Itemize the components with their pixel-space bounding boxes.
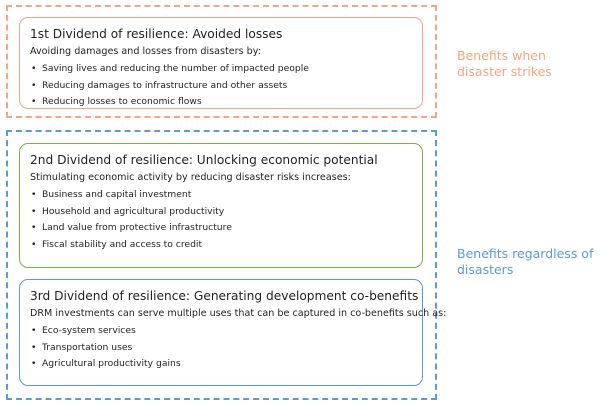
list-item: •Reducing damages to infrastructure and … — [30, 78, 412, 95]
bullet-icon: • — [31, 96, 37, 107]
second-dividend-intro: Stimulating economic activity by reducin… — [30, 172, 351, 183]
third-dividend-card: 3rd Dividend of resilience: Generating d… — [19, 279, 447, 386]
second-dividend-card: 2nd Dividend of resilience: Unlocking ec… — [19, 143, 423, 268]
regardless-group-frame — [6, 130, 437, 400]
first-dividend-intro: Avoiding damages and losses from disaste… — [30, 46, 261, 57]
second-dividend-title: 2nd Dividend of resilience: Unlocking ec… — [30, 153, 378, 167]
bullet-icon: • — [31, 189, 37, 200]
bullet-icon: • — [31, 358, 37, 369]
list-item: •Business and capital investment — [30, 187, 412, 204]
label-line: Benefits when — [457, 48, 546, 63]
third-dividend-list: •Eco-system services •Transportation use… — [30, 323, 412, 373]
third-dividend-intro: DRM investments can serve multiple uses … — [30, 308, 447, 319]
list-item: •Saving lives and reducing the number of… — [30, 61, 412, 78]
first-dividend-card: 1st Dividend of resilience: Avoided loss… — [19, 17, 423, 109]
third-dividend-title: 3rd Dividend of resilience: Generating d… — [30, 289, 419, 303]
first-dividend-title: 1st Dividend of resilience: Avoided loss… — [30, 27, 283, 41]
disaster-strikes-group-frame — [6, 5, 437, 118]
list-item: •Agricultural productivity gains — [30, 356, 412, 373]
label-line: disaster strikes — [457, 64, 552, 79]
bullet-icon: • — [31, 222, 37, 233]
bullet-icon: • — [31, 79, 37, 91]
list-item: •Fiscal stability and access to credit — [30, 237, 412, 254]
bullet-icon: • — [31, 325, 37, 336]
list-item: •Eco-system services — [30, 323, 412, 340]
list-item: •Household and agricultural productivity — [30, 204, 412, 221]
list-item: •Land value from protective infrastructu… — [30, 220, 412, 237]
first-dividend-list: •Saving lives and reducing the number of… — [30, 61, 412, 111]
bullet-icon: • — [31, 341, 37, 353]
list-item: •Transportation uses — [30, 340, 412, 357]
label-line: Benefits regardless of — [457, 246, 594, 261]
label-line: disasters — [457, 262, 514, 277]
list-item: •Reducing losses to economic flows — [30, 94, 412, 111]
bullet-icon: • — [31, 238, 37, 250]
benefits-when-disaster-strikes-label: Benefits when disaster strikes — [457, 48, 552, 80]
benefits-regardless-label: Benefits regardless of disasters — [457, 246, 593, 278]
bullet-icon: • — [31, 63, 37, 74]
bullet-icon: • — [31, 205, 37, 217]
second-dividend-list: •Business and capital investment •Househ… — [30, 187, 412, 253]
